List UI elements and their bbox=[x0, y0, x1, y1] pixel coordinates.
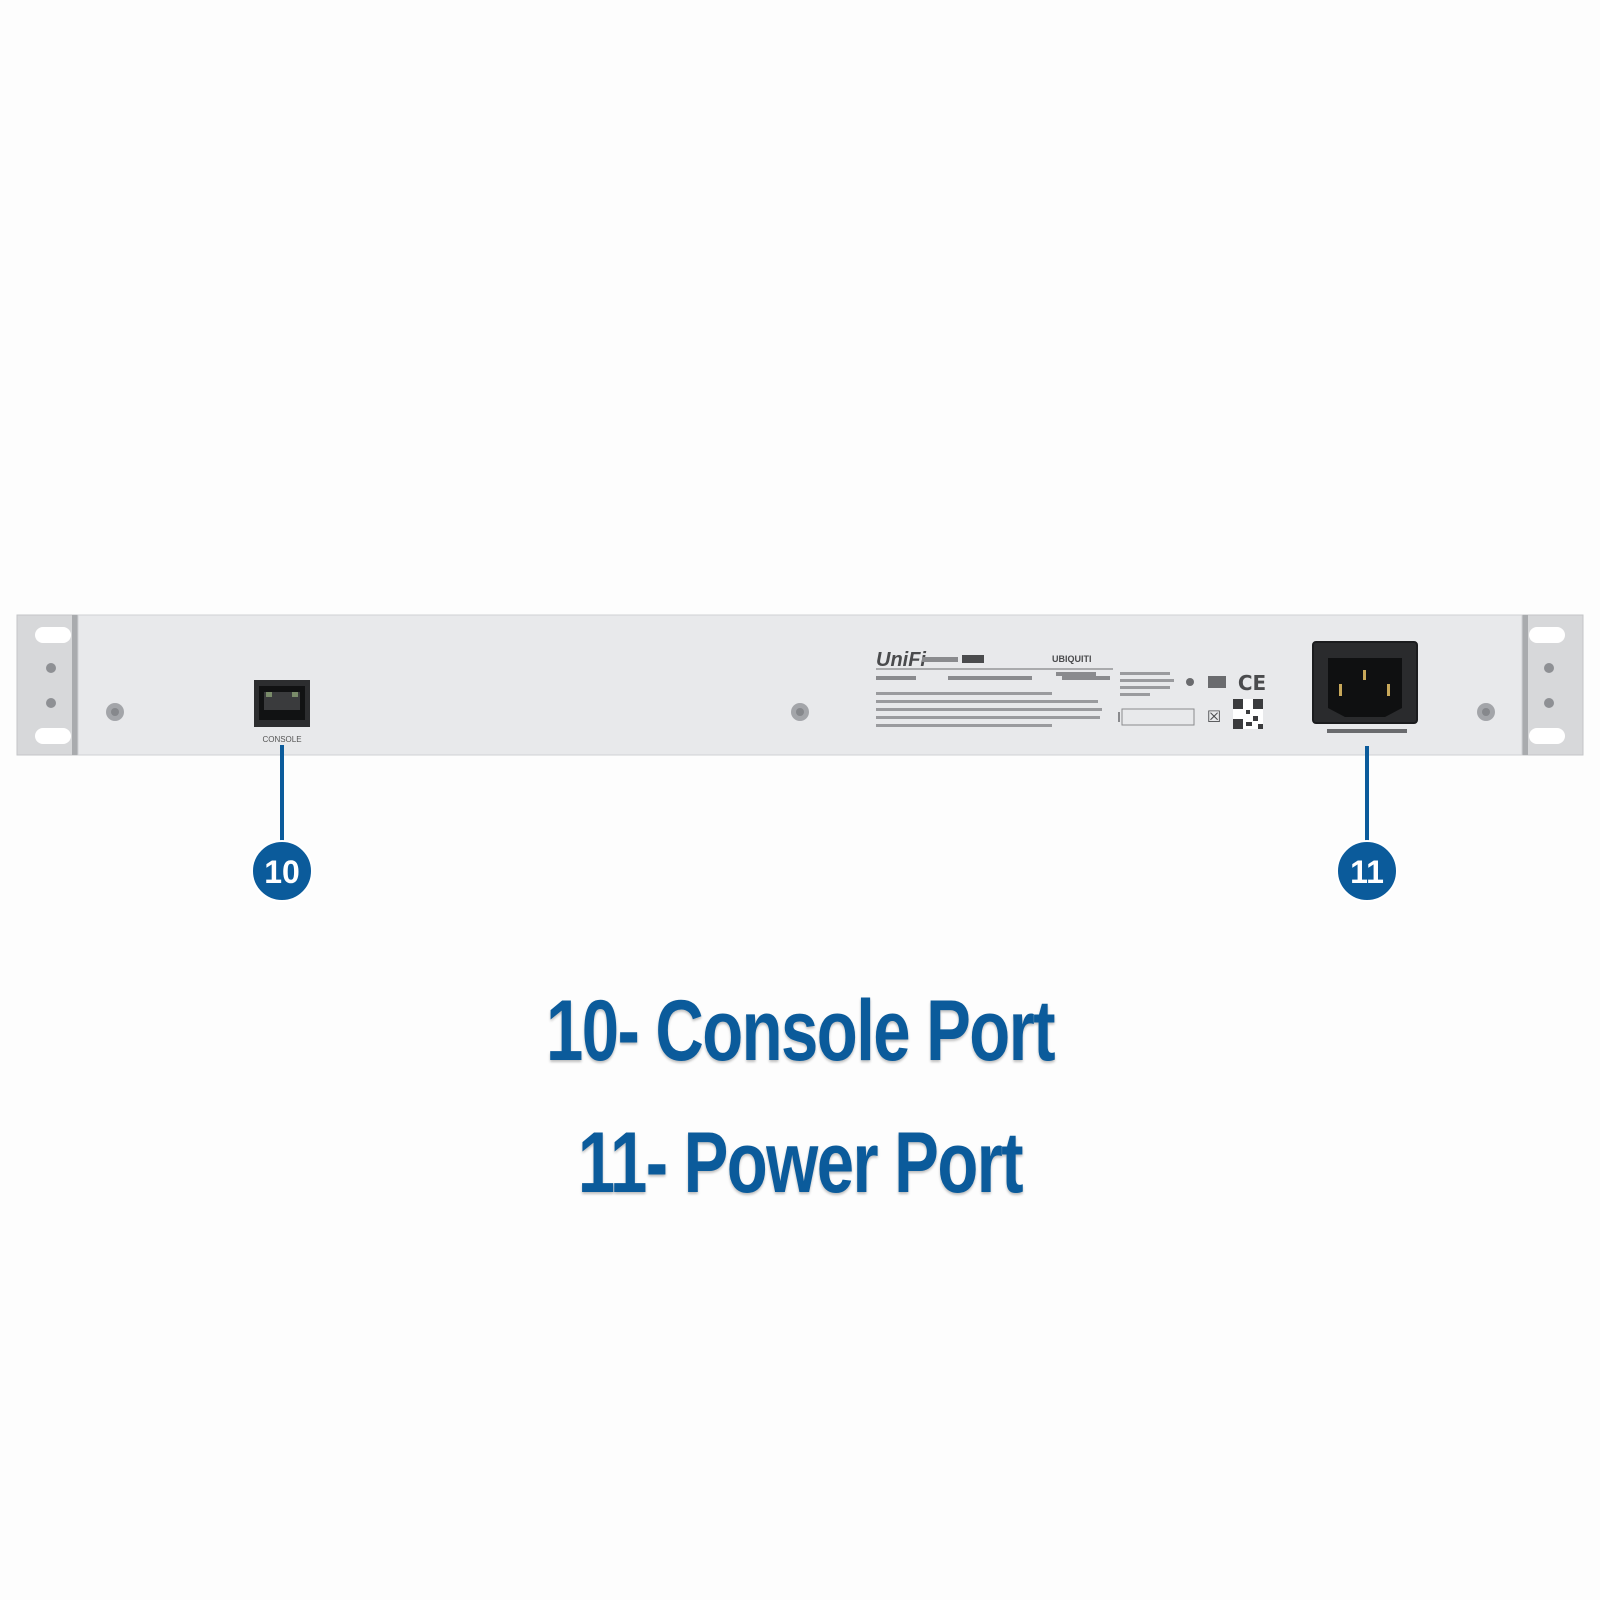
callout-10-number: 10 bbox=[264, 854, 300, 890]
callout-10: 10 bbox=[251, 745, 313, 902]
panel-screws bbox=[106, 703, 1495, 721]
ce-mark-icon: CE bbox=[1238, 671, 1266, 695]
callout-11: 11 bbox=[1336, 746, 1398, 902]
unifi-logo: UniFi bbox=[876, 649, 926, 671]
console-port bbox=[254, 680, 310, 727]
ubiquiti-logo: UBIQUITI bbox=[1052, 654, 1092, 664]
caption-power-port: 11- Power Port bbox=[577, 1115, 1024, 1211]
weee-bin-icon: ☒ bbox=[1207, 707, 1221, 726]
chassis-rear-panel bbox=[77, 614, 1523, 756]
right-rack-bracket bbox=[1522, 614, 1584, 756]
console-port-label: CONSOLE bbox=[262, 735, 301, 744]
product-label: UniFi UBIQUITI CE ☒ bbox=[876, 649, 1266, 729]
callout-11-number: 11 bbox=[1350, 854, 1384, 890]
qr-code-icon bbox=[1233, 699, 1263, 729]
caption-console-port: 10- Console Port bbox=[545, 983, 1056, 1079]
left-rack-bracket bbox=[16, 614, 78, 756]
power-inlet bbox=[1312, 641, 1418, 733]
